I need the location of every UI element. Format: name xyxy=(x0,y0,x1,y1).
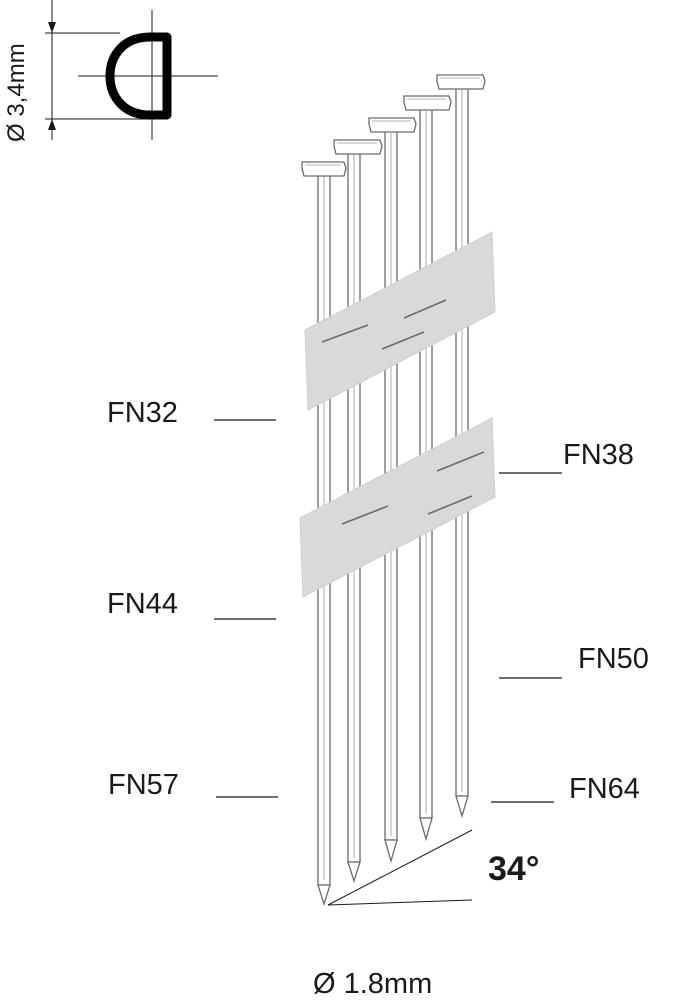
paper-strip-upper xyxy=(304,231,496,411)
angle-indicator xyxy=(327,829,473,906)
head-profile-detail: Ø 3,4mm xyxy=(3,0,218,142)
model-label-fn44: FN44 xyxy=(107,588,178,620)
paper-strips xyxy=(299,231,496,598)
d-shaped-head-icon xyxy=(105,32,172,120)
shank-diameter-label: Ø 1.8mm xyxy=(313,968,432,1000)
model-label-fn32: FN32 xyxy=(107,397,178,429)
paper-strip-lower xyxy=(299,417,496,598)
model-label-fn57: FN57 xyxy=(108,769,179,801)
model-label-fn38: FN38 xyxy=(563,439,634,471)
model-label-fn64: FN64 xyxy=(569,773,640,805)
model-label-fn50: FN50 xyxy=(578,643,649,675)
head-diameter-label: Ø 3,4mm xyxy=(3,43,30,142)
angle-label: 34° xyxy=(488,850,539,888)
model-labels: FN32 FN38 FN44 FN50 FN57 FN64 xyxy=(107,397,649,805)
